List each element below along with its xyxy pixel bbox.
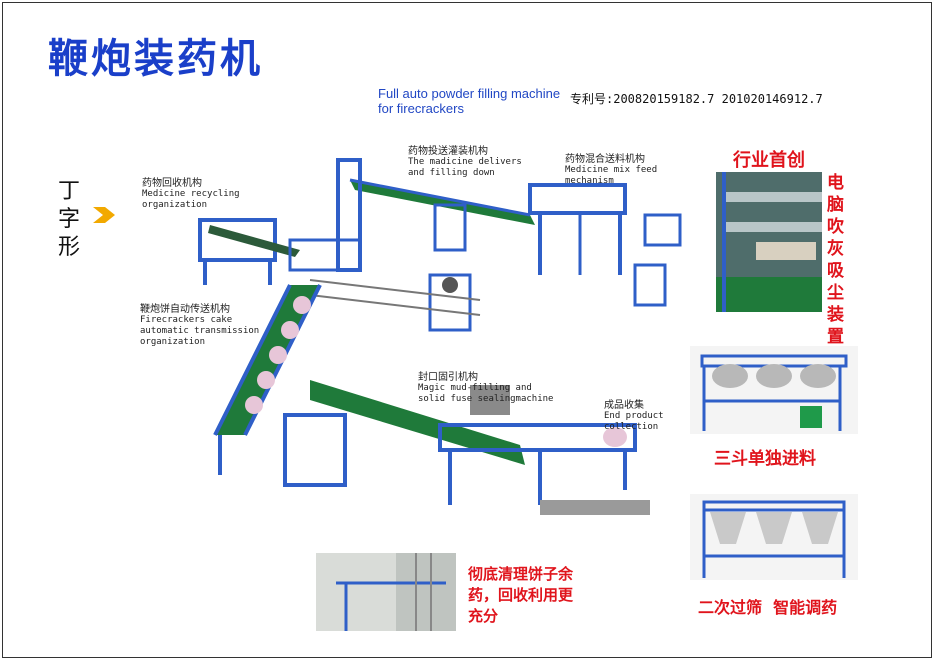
screen-photo — [690, 494, 858, 580]
page-title: 鞭炮装药机 — [48, 36, 263, 82]
chevron-right-icon — [93, 207, 115, 223]
cleaning-photo — [316, 553, 456, 631]
layout-type-label: 丁字形 — [58, 179, 81, 260]
feature-screen: 二次过筛 智能调药 — [698, 598, 838, 617]
feature-dust: 电脑吹灰吸尘装置 — [827, 173, 844, 347]
patent-number: 专利号:200820159182.7 201020146912.7 — [570, 92, 823, 106]
feature-three-hopper: 三斗单独进料 — [714, 449, 816, 469]
english-title: Full auto powder filling machine for fir… — [378, 86, 561, 116]
feature-first: 行业首创 — [733, 150, 805, 171]
machine-illustration — [190, 145, 690, 530]
feature-clean: 彻底清理饼子余药，回收利用更充分 — [468, 565, 574, 625]
dust-device-photo — [716, 172, 822, 312]
three-hopper-photo — [690, 346, 858, 434]
